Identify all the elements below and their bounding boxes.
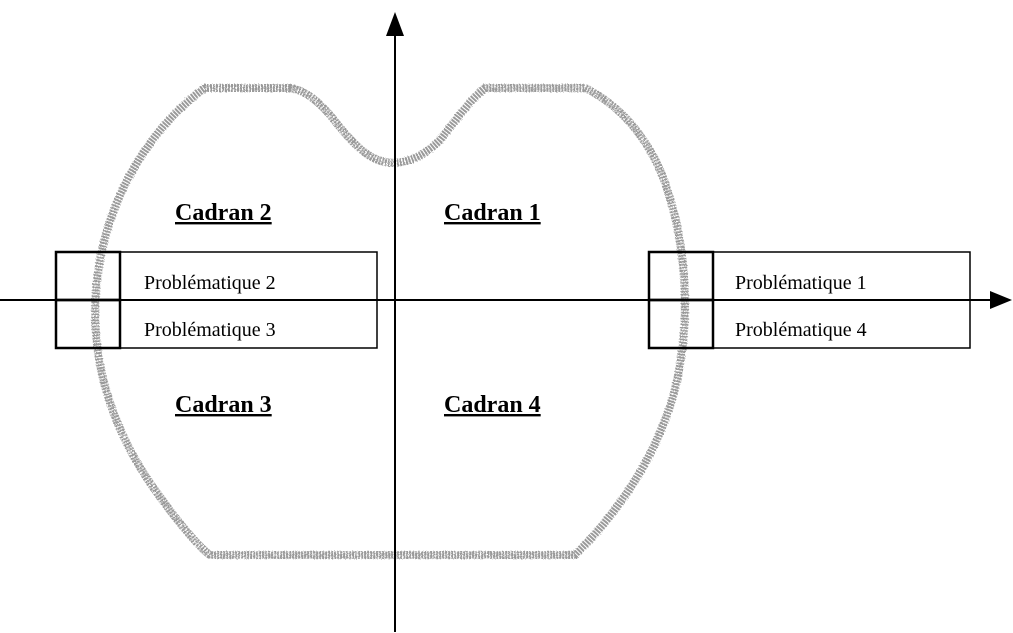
quadrant-2-label: Cadran 2 xyxy=(175,200,272,226)
problem-2-label: Problématique 2 xyxy=(144,272,276,294)
y-axis-arrowhead xyxy=(386,12,404,36)
x-axis-arrowhead xyxy=(990,291,1012,309)
problem-1-label: Problématique 1 xyxy=(735,272,867,294)
quadrant-3-label: Cadran 3 xyxy=(175,392,272,418)
problem-3-label: Problématique 3 xyxy=(144,319,276,341)
left-marker-top xyxy=(54,250,122,302)
left-marker-bottom xyxy=(54,298,122,350)
apple-outline xyxy=(91,84,689,559)
quadrant-4-label: Cadran 4 xyxy=(444,392,541,418)
right-marker-bottom xyxy=(647,298,715,350)
problem-4-label: Problématique 4 xyxy=(735,319,867,341)
quadrant-1-label: Cadran 1 xyxy=(444,200,541,226)
